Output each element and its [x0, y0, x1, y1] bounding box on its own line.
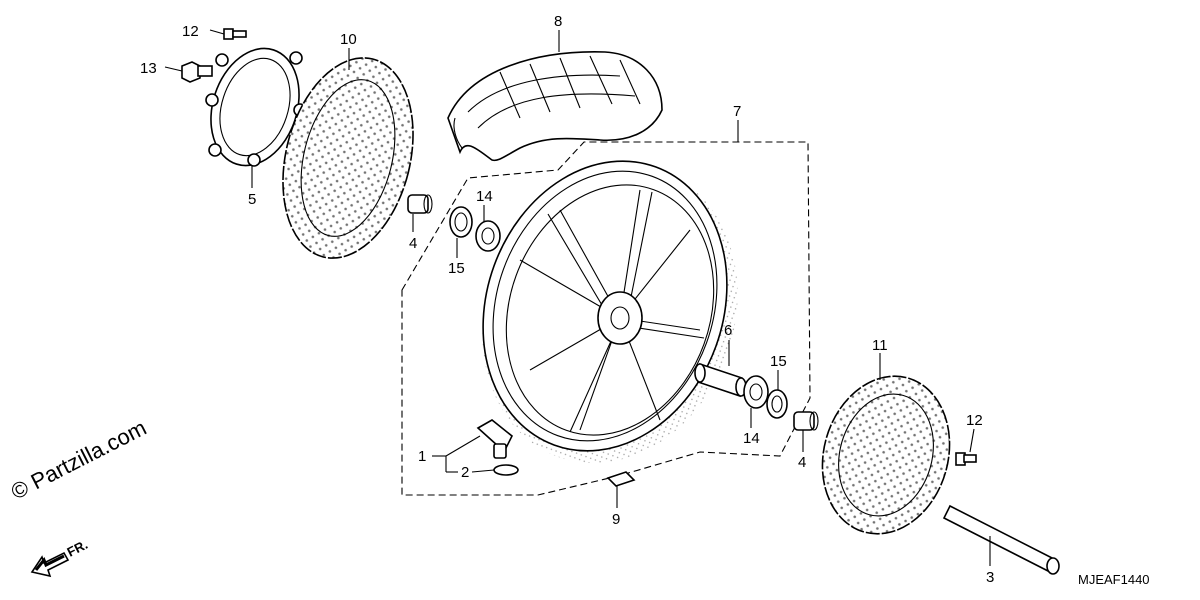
callout-7: 7: [733, 103, 741, 120]
brake-disc-right-part: [821, 375, 951, 535]
callout-3: 3: [986, 569, 994, 586]
dust-seal-left-part: [449, 206, 473, 238]
diagram-code: MJEAF1440: [1078, 572, 1150, 587]
distance-collar-part: [694, 362, 747, 398]
callout-1: 1: [418, 448, 426, 465]
leader-lines: [164, 29, 991, 566]
bearing-right-part: [743, 375, 769, 409]
callout-10: 10: [340, 31, 357, 48]
watermark-text: © Partzilla.com: [7, 415, 150, 505]
callout-11: 11: [872, 337, 888, 354]
callout-6: 6: [724, 322, 732, 339]
tire-part: [447, 51, 663, 162]
wheel-rim-part: [482, 160, 738, 463]
balance-weight-part: [606, 471, 636, 487]
collar-right-part: [793, 411, 819, 431]
callout-13: 13: [140, 60, 157, 77]
callout-2: 2: [461, 464, 469, 481]
callout-14-left: 14: [476, 188, 493, 205]
callout-4-right: 4: [798, 454, 806, 471]
callout-15-right: 15: [770, 353, 787, 370]
axle-part: [942, 504, 1060, 575]
collar-left-part: [407, 194, 433, 214]
bolt-12-right-part: [955, 452, 977, 466]
callout-5: 5: [248, 191, 256, 208]
callout-12-right: 12: [966, 412, 983, 429]
bolt-12-top-part: [223, 28, 247, 40]
callout-8: 8: [554, 13, 562, 30]
front-direction-indicator: FR.: [30, 537, 90, 578]
callout-4-left: 4: [409, 235, 417, 252]
callout-15-left: 15: [448, 260, 465, 277]
brake-disc-left-part: [282, 57, 414, 259]
bearing-left-part: [475, 220, 501, 252]
bolt-13-part: [181, 61, 213, 83]
callout-14-right: 14: [743, 430, 760, 447]
callout-9: 9: [612, 511, 620, 528]
dust-seal-right-part: [766, 389, 788, 419]
front-label: FR.: [65, 537, 90, 560]
o-ring-part: [493, 464, 519, 476]
valve-part: [476, 419, 514, 459]
callout-12-top: 12: [182, 23, 199, 40]
